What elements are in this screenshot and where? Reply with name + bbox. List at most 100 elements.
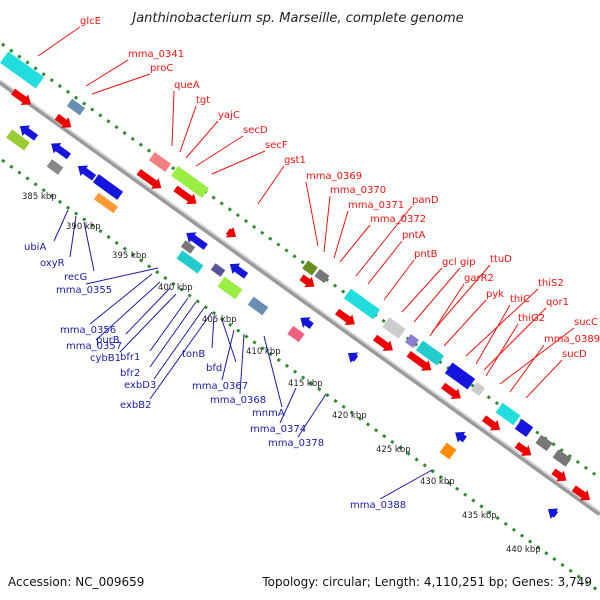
forward-callout-line — [429, 283, 465, 337]
reverse-callout-line — [263, 335, 283, 408]
forward-gene-arrow — [335, 308, 355, 326]
forward-gene-label: pntA — [402, 230, 426, 241]
forward-callout-line — [333, 210, 349, 259]
reverse-callout-line — [239, 333, 245, 395]
forward-gene-arrow — [299, 274, 315, 288]
forward-gene-label: sucC — [574, 317, 598, 328]
reverse-callout-line — [125, 287, 171, 335]
reverse-gene-label: ubiA — [24, 242, 46, 253]
forward-gene-label: pntB — [414, 249, 438, 260]
orf-box — [302, 260, 318, 276]
forward-gene-label: gip — [460, 257, 475, 268]
orf-box — [382, 317, 406, 339]
reverse-gene-arrow — [347, 352, 359, 364]
genome-backbone — [0, 79, 600, 517]
gene-callouts: glcEmma_0341proCqueAtgtyajCsecDsecFgst1m… — [24, 16, 600, 511]
reverse-gene-label: bfr2 — [120, 368, 140, 379]
orf-box — [171, 166, 209, 198]
forward-callout-line — [323, 195, 331, 253]
reverse-gene-arrow — [547, 508, 559, 520]
forward-gene-label: panD — [412, 195, 439, 206]
kbp-label: 435 kbp — [462, 511, 497, 521]
forward-callout-line — [355, 205, 413, 277]
reverse-callout-line — [149, 311, 213, 400]
forward-gene-arrow — [571, 485, 591, 501]
reverse-callout-line — [149, 301, 197, 368]
forward-gene-label: proC — [150, 63, 173, 74]
forward-callout-line — [367, 240, 403, 285]
forward-gene-label: queA — [174, 80, 200, 91]
kbp-label: 420 kbp — [332, 411, 367, 421]
orf-box — [444, 362, 476, 390]
orf-features — [0, 51, 572, 467]
forward-callout-line — [413, 267, 461, 323]
kbp-label: 415 kbp — [288, 379, 323, 389]
map-title: Janthinobacterium sp. Marseille, complet… — [129, 11, 463, 26]
reverse-gene-label: cybB1 — [90, 353, 121, 364]
forward-gene-label: mma_0371 — [348, 200, 404, 211]
kbp-label: 395 kbp — [112, 251, 147, 261]
reverse-gene-label: mma_0378 — [268, 438, 324, 449]
forward-gene-label: mma_0370 — [330, 185, 386, 196]
orf-box — [552, 449, 572, 467]
orf-box — [0, 51, 44, 89]
inner-dotted-track — [1, 158, 600, 594]
kbp-label: 405 kbp — [202, 315, 237, 325]
reverse-gene-label: mma_0367 — [192, 381, 248, 392]
reverse-gene-label: mma_0357 — [66, 341, 122, 352]
reverse-callout-line — [297, 393, 327, 438]
kbp-label: 385 kbp — [22, 192, 57, 202]
kbp-label: 410 kbp — [246, 347, 281, 357]
orf-box — [343, 288, 381, 320]
reverse-gene-label: bfd — [206, 363, 222, 374]
forward-gene-label: gcl — [442, 257, 457, 268]
orf-box — [92, 174, 124, 200]
genome-info-text: Topology: circular; Length: 4,110,251 bp… — [261, 575, 592, 589]
orf-box — [495, 402, 521, 426]
reverse-gene-arrow — [186, 232, 208, 250]
orf-box — [471, 382, 485, 396]
kbp-label: 390 kbp — [66, 222, 101, 232]
genome-backbone-highlight — [0, 79, 600, 513]
forward-callout-line — [465, 288, 539, 357]
forward-gene-label: thiG2 — [518, 313, 545, 324]
reverse-gene-label: oxyR — [40, 258, 65, 269]
orf-box — [46, 159, 64, 175]
forward-gene-label: thiC — [510, 294, 530, 305]
kbp-label: 400 kbp — [158, 283, 193, 293]
forward-gene-label: mma_0369 — [306, 171, 362, 182]
reverse-gene-arrow — [455, 431, 467, 443]
forward-callout-line — [85, 59, 129, 87]
forward-gene-arrow — [136, 168, 162, 189]
reverse-gene-arrow — [19, 125, 39, 141]
orf-box — [535, 434, 553, 452]
orf-box — [415, 340, 445, 366]
forward-gene-label: mma_0341 — [128, 49, 184, 60]
forward-gene-label: garR2 — [464, 273, 494, 284]
forward-callout-line — [179, 105, 197, 153]
forward-gene-label: tgt — [196, 95, 210, 106]
forward-gene-arrow — [173, 185, 197, 205]
orf-box — [217, 276, 243, 300]
reverse-gene-label: recG — [64, 272, 87, 283]
reverse-callout-line — [89, 273, 153, 325]
forward-gene-label: mma_0389 — [544, 334, 600, 345]
reverse-callout-line — [211, 315, 215, 349]
kbp-scale: 385 kbp 390 kbp 395 kbp 400 kbp 405 kbp 410 k… — [22, 192, 541, 555]
forward-callout-line — [485, 323, 519, 377]
reverse-gene-label: exbD3 — [124, 380, 156, 391]
forward-gene-label: secD — [243, 125, 268, 136]
orf-box — [93, 192, 119, 214]
forward-callout-line — [211, 150, 266, 175]
forward-callout-line — [509, 344, 545, 393]
forward-gene-label: gst1 — [284, 155, 306, 166]
forward-gene-label: qor1 — [546, 297, 569, 308]
reverse-callout-line — [221, 329, 235, 381]
reverse-gene-arrow — [77, 165, 97, 181]
reverse-gene-label: mnmA — [252, 408, 285, 419]
forward-gene-label: pyk — [486, 289, 504, 300]
orf-box — [287, 325, 305, 343]
reverse-callout-line — [69, 215, 77, 258]
forward-callout-line — [483, 307, 547, 371]
accession-text: Accession: NC_009659 — [8, 575, 144, 589]
